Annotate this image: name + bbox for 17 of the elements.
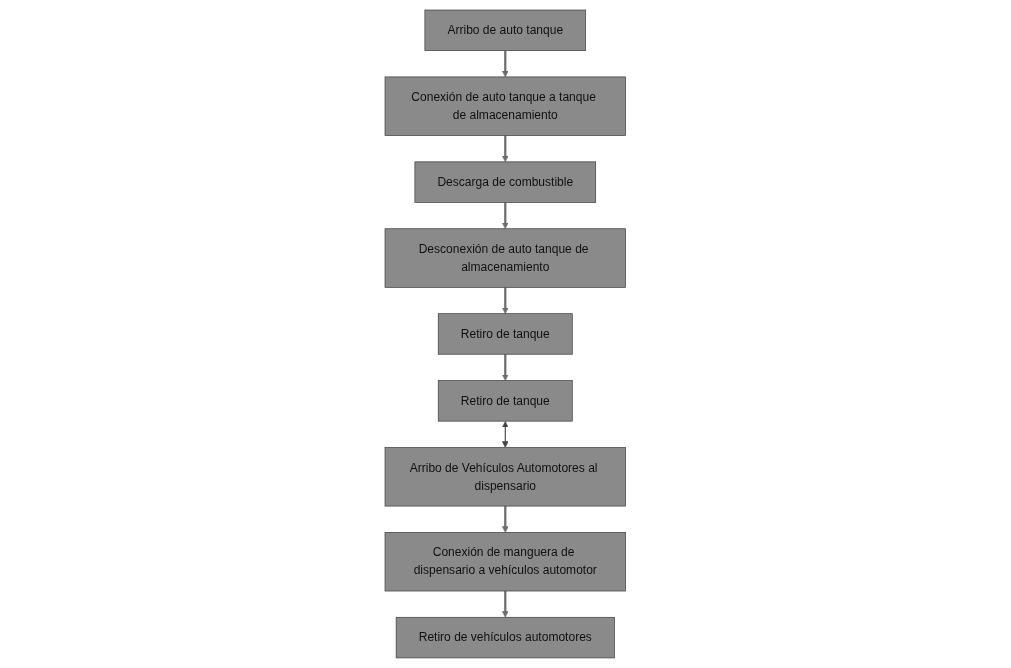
- arrow: [502, 506, 509, 533]
- node-box: Desconexión de auto tanque de almacenamiento: [384, 228, 627, 288]
- node-box: Retiro de tanque: [438, 380, 573, 422]
- arrow: [502, 50, 509, 78]
- node-box: Conexión de auto tanque a tanque de almacenamiento: [384, 76, 627, 136]
- node-box: Arribo de auto tanque: [424, 9, 587, 51]
- arrow: [502, 202, 509, 230]
- arrow: [502, 354, 509, 381]
- arrow: [502, 287, 509, 314]
- arrow: [502, 135, 509, 163]
- node-box: Arribo de Vehículos Automotores al dispensario: [384, 447, 627, 507]
- node-box: Descarga de combustible: [414, 161, 597, 203]
- node-box: Conexión de manguera de dispensario a vehículos automotor: [384, 532, 627, 592]
- arrow: [502, 591, 509, 618]
- arrow: [502, 421, 509, 448]
- node-box: Retiro de vehículos automotores: [396, 616, 615, 659]
- node-box: Retiro de tanque: [438, 313, 573, 355]
